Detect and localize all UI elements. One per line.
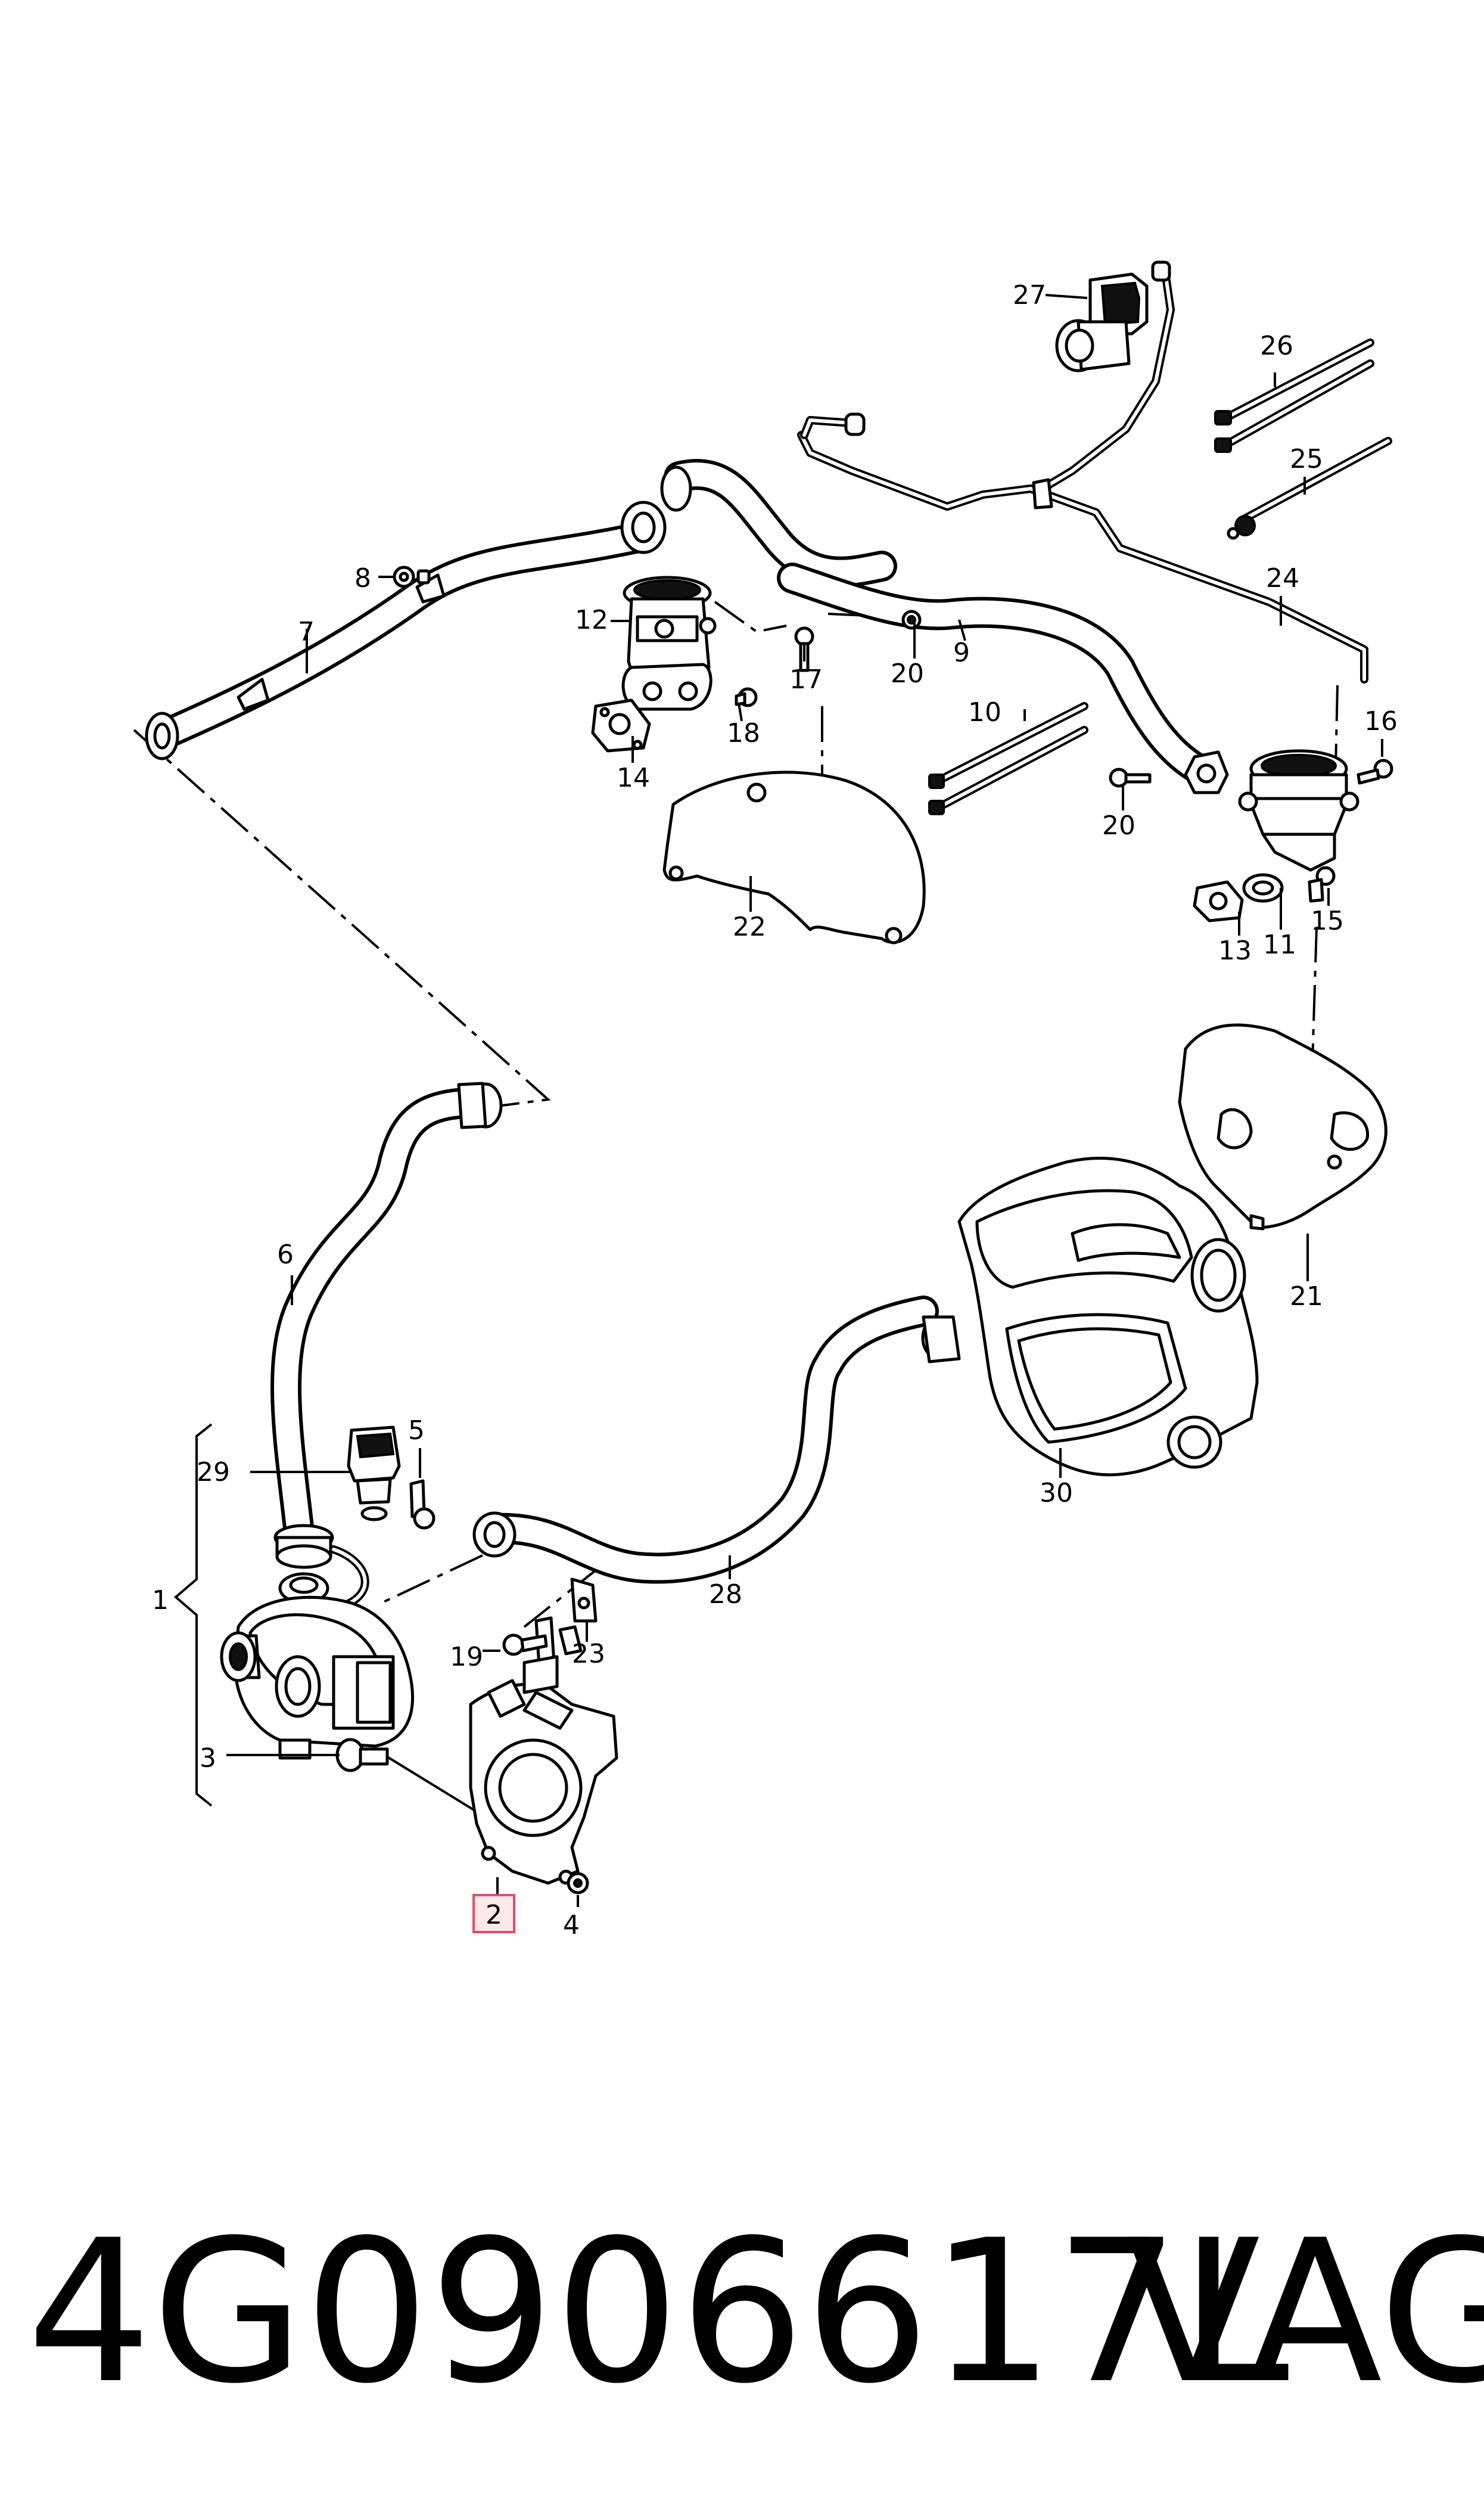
- callout-20a[interactable]: 20: [891, 659, 924, 689]
- callout-28[interactable]: 28: [709, 1579, 742, 1610]
- callout-15[interactable]: 15: [1311, 906, 1344, 936]
- callout-4[interactable]: 4: [563, 1910, 580, 1940]
- gasket-14[interactable]: [591, 698, 651, 753]
- bolt-20-upper[interactable]: [901, 610, 922, 630]
- callout-10[interactable]: 10: [968, 697, 1001, 728]
- callout-19[interactable]: 19: [450, 1642, 483, 1672]
- bolt-15[interactable]: [1308, 866, 1336, 903]
- bolt-18[interactable]: [735, 687, 758, 707]
- hose-upper[interactable]: [660, 459, 897, 588]
- callout-12[interactable]: 12: [575, 605, 608, 635]
- callout-16[interactable]: 16: [1364, 706, 1398, 737]
- brand-name: VAG: [1126, 2198, 1484, 2427]
- bolt-20-lower[interactable]: [1109, 768, 1152, 788]
- group-brace-1: [173, 1423, 213, 1807]
- gasket-13[interactable]: [1193, 880, 1244, 923]
- combi-valve-12[interactable]: [621, 576, 717, 711]
- bolt-16[interactable]: [1357, 759, 1393, 785]
- callout-21[interactable]: 21: [1290, 1281, 1323, 1312]
- callouts: 27 26 25 24 8 12 9 7 20 17 18 14 10 16 2…: [152, 280, 1398, 1940]
- cable-ties-26[interactable]: [1214, 338, 1374, 453]
- callout-25[interactable]: 25: [1290, 444, 1323, 474]
- callout-29[interactable]: 29: [197, 1457, 230, 1487]
- air-filter-30[interactable]: [957, 1157, 1259, 1477]
- part-number: 4G0906617L: [27, 2198, 1290, 2427]
- bolt-19[interactable]: [502, 1633, 548, 1656]
- nut-8[interactable]: [393, 566, 431, 588]
- callout-17[interactable]: 17: [789, 664, 823, 695]
- heat-shield-22[interactable]: [662, 771, 926, 945]
- callout-2-highlight: [472, 1894, 515, 1933]
- stud-bolt-3[interactable]: [335, 1738, 478, 1813]
- callout-24[interactable]: 24: [1266, 563, 1299, 594]
- callout-26[interactable]: 26: [1260, 331, 1293, 361]
- callout-14[interactable]: 14: [617, 763, 650, 793]
- callout-9[interactable]: 9: [953, 638, 970, 668]
- parts-diagram: 27 26 25 24 8 12 9 7 20 17 18 14 10 16 2…: [133, 260, 1398, 1940]
- bracket-23[interactable]: [570, 1577, 598, 1623]
- hose-9[interactable]: [777, 563, 1225, 790]
- callout-30[interactable]: 30: [1040, 1478, 1073, 1508]
- bracket-2[interactable]: [469, 1616, 618, 1885]
- callout-1[interactable]: 1: [152, 1585, 169, 1616]
- callout-20b[interactable]: 20: [1102, 810, 1135, 841]
- connector-29[interactable]: [347, 1425, 401, 1521]
- cable-ties-10[interactable]: [928, 702, 1088, 815]
- callout-22[interactable]: 22: [733, 912, 766, 942]
- combi-valve-11[interactable]: [1184, 749, 1359, 903]
- callout-27[interactable]: 27: [1013, 280, 1046, 310]
- callout-11[interactable]: 11: [1263, 930, 1296, 960]
- solenoid-valve-27[interactable]: [1055, 272, 1149, 372]
- callout-13[interactable]: 13: [1218, 936, 1252, 966]
- cable-tie-25[interactable]: [1227, 437, 1392, 540]
- footer: 4G0906617L VAG: [0, 2199, 1484, 2425]
- callout-2[interactable]: 2: [486, 1900, 502, 1930]
- callout-18[interactable]: 18: [727, 718, 760, 748]
- hose-28[interactable]: [472, 1296, 961, 1584]
- callout-3[interactable]: 3: [200, 1743, 216, 1773]
- heat-shield-21[interactable]: [1178, 1023, 1387, 1231]
- secondary-air-pump-1[interactable]: [220, 1545, 414, 1760]
- callout-23[interactable]: 23: [572, 1639, 605, 1669]
- callout-5[interactable]: 5: [408, 1415, 425, 1446]
- callout-6[interactable]: 6: [277, 1240, 294, 1270]
- leader-lines: [226, 294, 1383, 1907]
- hose-7[interactable]: [145, 501, 667, 760]
- nut-4[interactable]: [567, 1872, 589, 1894]
- callout-8[interactable]: 8: [354, 563, 371, 594]
- vacuum-line-24[interactable]: [797, 260, 1368, 684]
- hose-6[interactable]: [270, 1082, 503, 1569]
- callout-7[interactable]: 7: [298, 617, 315, 647]
- clip-5[interactable]: [409, 1479, 435, 1530]
